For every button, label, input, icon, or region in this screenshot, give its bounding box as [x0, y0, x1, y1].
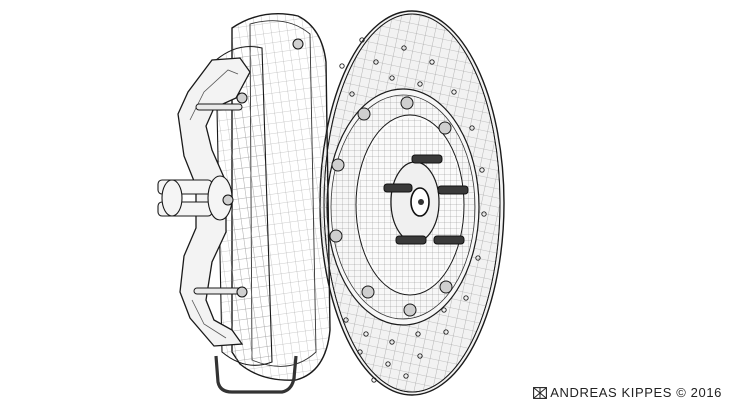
pad-wear-sensor-cable — [214, 355, 298, 394]
wheel-studs — [383, 154, 469, 245]
brake-caliper — [157, 13, 331, 394]
kippes-logo-icon — [533, 386, 548, 399]
caliper-bridge — [215, 45, 273, 366]
rotor-mounting-bolts — [329, 96, 453, 317]
caliper-mounting-bracket — [157, 175, 233, 221]
wheel-hub — [383, 154, 469, 245]
copyright-credit: ANDREAS KIPPES © 2016 — [533, 385, 722, 400]
credit-text: ANDREAS KIPPES © 2016 — [550, 385, 722, 400]
caliper-bleed-bolts — [222, 38, 304, 298]
caliper-guide-pins — [193, 103, 243, 295]
